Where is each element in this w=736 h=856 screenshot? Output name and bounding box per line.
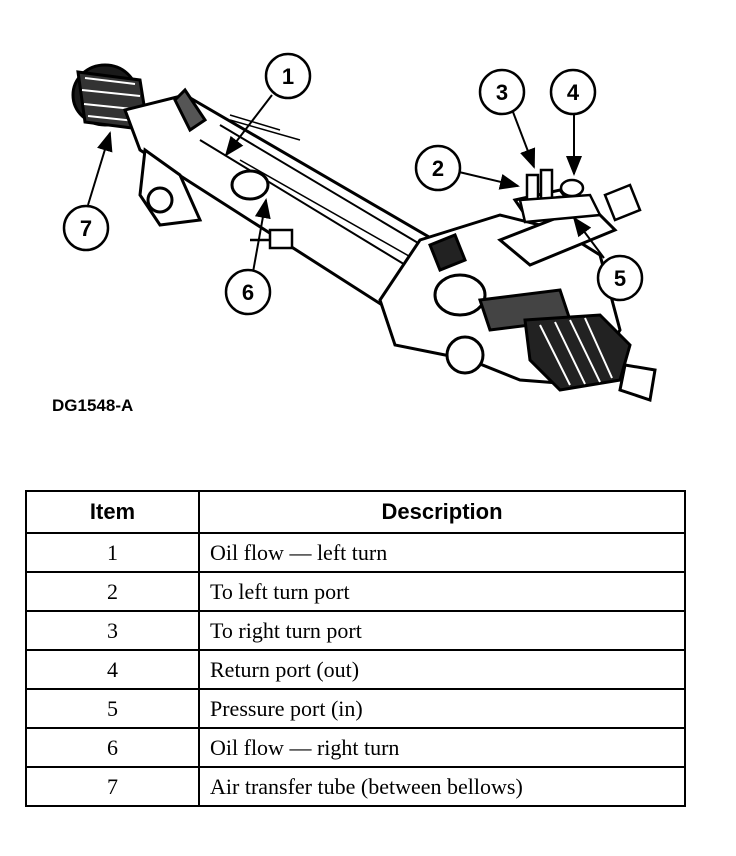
item-description: Air transfer tube (between bellows) bbox=[198, 766, 686, 807]
item-number: 1 bbox=[25, 532, 200, 573]
svg-text:3: 3 bbox=[496, 80, 508, 105]
item-number: 2 bbox=[25, 571, 200, 612]
item-number: 7 bbox=[25, 766, 200, 807]
item-description: Oil flow — right turn bbox=[198, 727, 686, 768]
item-description: To right turn port bbox=[198, 610, 686, 651]
table-row: 2 To left turn port bbox=[25, 571, 686, 612]
svg-text:1: 1 bbox=[282, 64, 294, 89]
callout-6: 6 bbox=[224, 268, 272, 316]
table-row: 7 Air transfer tube (between bellows) bbox=[25, 766, 686, 807]
svg-text:4: 4 bbox=[567, 80, 580, 105]
item-description: Return port (out) bbox=[198, 649, 686, 690]
item-number: 4 bbox=[25, 649, 200, 690]
item-number: 5 bbox=[25, 688, 200, 729]
table-row: 3 To right turn port bbox=[25, 610, 686, 651]
svg-text:7: 7 bbox=[80, 216, 92, 241]
sensor-connector bbox=[250, 228, 294, 250]
item-description: Pressure port (in) bbox=[198, 688, 686, 729]
item-number: 6 bbox=[25, 727, 200, 768]
svg-text:2: 2 bbox=[432, 156, 444, 181]
figure-code: DG1548-A bbox=[52, 396, 134, 415]
table-row: 6 Oil flow — right turn bbox=[25, 727, 686, 768]
callout-1: 1 bbox=[264, 52, 312, 100]
steering-gear-diagram: 1 2 3 4 5 6 7 bbox=[62, 52, 657, 402]
leader-lines bbox=[87, 94, 605, 273]
right-bellows bbox=[523, 313, 657, 402]
port-fittings bbox=[518, 168, 642, 224]
column-header-description: Description bbox=[198, 490, 686, 534]
svg-text:5: 5 bbox=[614, 266, 626, 291]
callout-3: 3 bbox=[478, 68, 526, 116]
callout-4: 4 bbox=[549, 68, 597, 116]
callout-7: 7 bbox=[62, 204, 110, 252]
callout-5: 5 bbox=[596, 254, 644, 302]
item-description: Oil flow — left turn bbox=[198, 532, 686, 573]
svg-text:6: 6 bbox=[242, 280, 254, 305]
table-row: 4 Return port (out) bbox=[25, 649, 686, 690]
legend-table: Item Description 1 Oil flow — left turn … bbox=[25, 490, 686, 807]
item-number: 3 bbox=[25, 610, 200, 651]
callout-2: 2 bbox=[414, 144, 462, 192]
table-header-row: Item Description bbox=[25, 490, 686, 534]
column-header-item: Item bbox=[25, 490, 200, 534]
table-row: 1 Oil flow — left turn bbox=[25, 532, 686, 573]
table-row: 5 Pressure port (in) bbox=[25, 688, 686, 729]
item-description: To left turn port bbox=[198, 571, 686, 612]
